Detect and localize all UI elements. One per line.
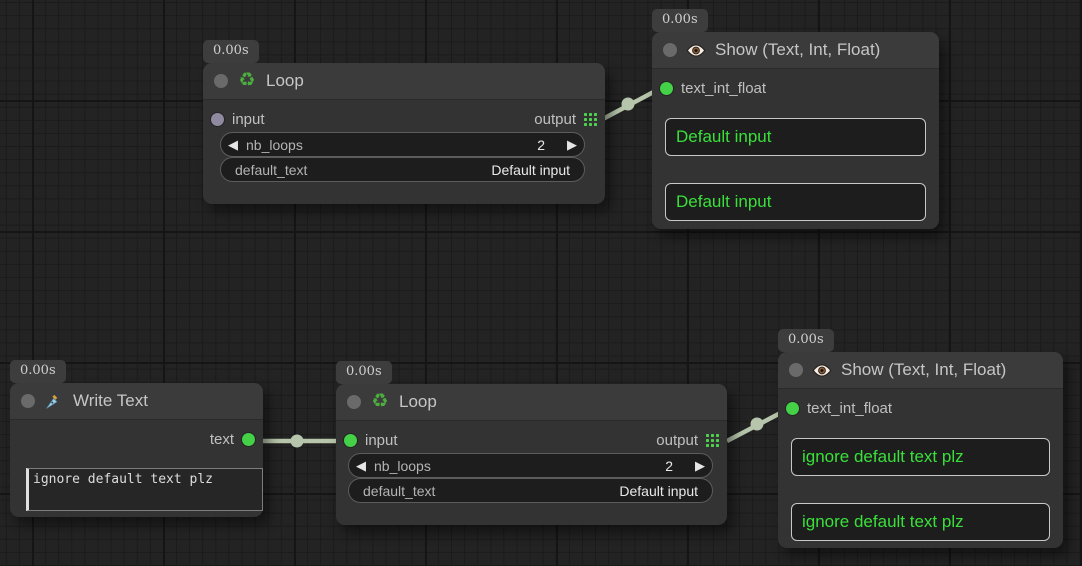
increment-arrow-icon[interactable]: ▶ bbox=[567, 137, 577, 152]
node-title-bar[interactable]: ♻ Loop bbox=[336, 384, 727, 421]
node-loop[interactable]: 0.00s ♻ Loop input output bbox=[203, 40, 605, 204]
widget-label: nb_loops bbox=[246, 136, 303, 153]
node-title: Loop bbox=[266, 71, 304, 90]
collapse-dot[interactable] bbox=[663, 43, 677, 57]
collapse-dot[interactable] bbox=[214, 74, 228, 88]
node-loop[interactable]: 0.00s ♻ Loop input output bbox=[336, 361, 727, 525]
node-title: Show (Text, Int, Float) bbox=[715, 40, 881, 59]
display-text-box: ignore default text plz bbox=[791, 438, 1050, 476]
decrement-arrow-icon[interactable]: ◀ bbox=[356, 458, 366, 473]
execution-time-badge: 0.00s bbox=[203, 40, 259, 63]
widget-value: 2 bbox=[665, 457, 673, 474]
execution-time-badge: 0.00s bbox=[10, 360, 66, 383]
node-title-bar[interactable]: ♻ Loop bbox=[203, 63, 605, 100]
input-port-label: input bbox=[232, 110, 265, 128]
node-write-text[interactable]: 0.00s Write Text text ignore default tex… bbox=[10, 360, 263, 517]
pen-icon bbox=[44, 391, 64, 411]
output-port-label: output bbox=[534, 110, 576, 128]
widget-value: Default input bbox=[491, 161, 570, 178]
execution-time-badge: 0.00s bbox=[778, 329, 834, 352]
default-text-widget[interactable]: default_text Default input bbox=[220, 157, 585, 182]
node-title: Loop bbox=[399, 392, 437, 411]
nb-loops-widget[interactable]: ◀ nb_loops 2 ▶ bbox=[220, 132, 585, 157]
node-show-text-int-float[interactable]: 0.00s Show (Text, Int, Float) text_int_f… bbox=[652, 9, 939, 229]
recycle-icon: ♻ bbox=[371, 391, 389, 412]
collapse-dot[interactable] bbox=[347, 395, 361, 409]
write-text-input[interactable]: ignore default text plz bbox=[26, 468, 263, 511]
link-midpoint-dot bbox=[621, 97, 635, 111]
grid-output-port-icon[interactable] bbox=[584, 112, 597, 126]
input-port[interactable] bbox=[786, 401, 799, 415]
display-text-box: Default input bbox=[665, 183, 926, 221]
widget-label: default_text bbox=[235, 161, 308, 178]
input-port-label: input bbox=[365, 431, 398, 449]
input-port[interactable] bbox=[211, 112, 224, 126]
node-title-bar[interactable]: Show (Text, Int, Float) bbox=[778, 352, 1063, 389]
widget-label: nb_loops bbox=[374, 457, 431, 474]
node-show-text-int-float[interactable]: 0.00s Show (Text, Int, Float) text_int_f… bbox=[778, 329, 1063, 548]
widget-value: 2 bbox=[537, 136, 545, 153]
decrement-arrow-icon[interactable]: ◀ bbox=[228, 137, 238, 152]
node-title: Show (Text, Int, Float) bbox=[841, 360, 1007, 379]
recycle-icon: ♻ bbox=[238, 70, 256, 91]
node-title-bar[interactable]: Write Text bbox=[10, 383, 263, 420]
display-text-box: ignore default text plz bbox=[791, 503, 1050, 541]
link-midpoint-dot bbox=[750, 417, 764, 431]
link-midpoint-dot bbox=[290, 434, 304, 448]
input-port[interactable] bbox=[344, 433, 357, 447]
default-text-widget[interactable]: default_text Default input bbox=[348, 478, 713, 503]
execution-time-badge: 0.00s bbox=[652, 9, 708, 32]
increment-arrow-icon[interactable]: ▶ bbox=[695, 458, 705, 473]
eye-icon bbox=[686, 40, 706, 60]
input-port[interactable] bbox=[660, 81, 673, 95]
output-port[interactable] bbox=[242, 432, 255, 446]
grid-output-port-icon[interactable] bbox=[706, 433, 719, 447]
input-port-label: text_int_float bbox=[807, 399, 893, 417]
output-port-label: output bbox=[656, 431, 698, 449]
collapse-dot[interactable] bbox=[21, 394, 35, 408]
widget-label: default_text bbox=[363, 482, 436, 499]
execution-time-badge: 0.00s bbox=[336, 361, 392, 384]
output-port-label: text bbox=[209, 430, 234, 448]
node-title-bar[interactable]: Show (Text, Int, Float) bbox=[652, 32, 939, 69]
nb-loops-widget[interactable]: ◀ nb_loops 2 ▶ bbox=[348, 453, 713, 478]
input-port-label: text_int_float bbox=[681, 79, 767, 97]
node-title: Write Text bbox=[73, 391, 148, 410]
widget-value: Default input bbox=[619, 482, 698, 499]
collapse-dot[interactable] bbox=[789, 363, 803, 377]
display-text-box: Default input bbox=[665, 118, 926, 156]
eye-icon bbox=[812, 360, 832, 380]
